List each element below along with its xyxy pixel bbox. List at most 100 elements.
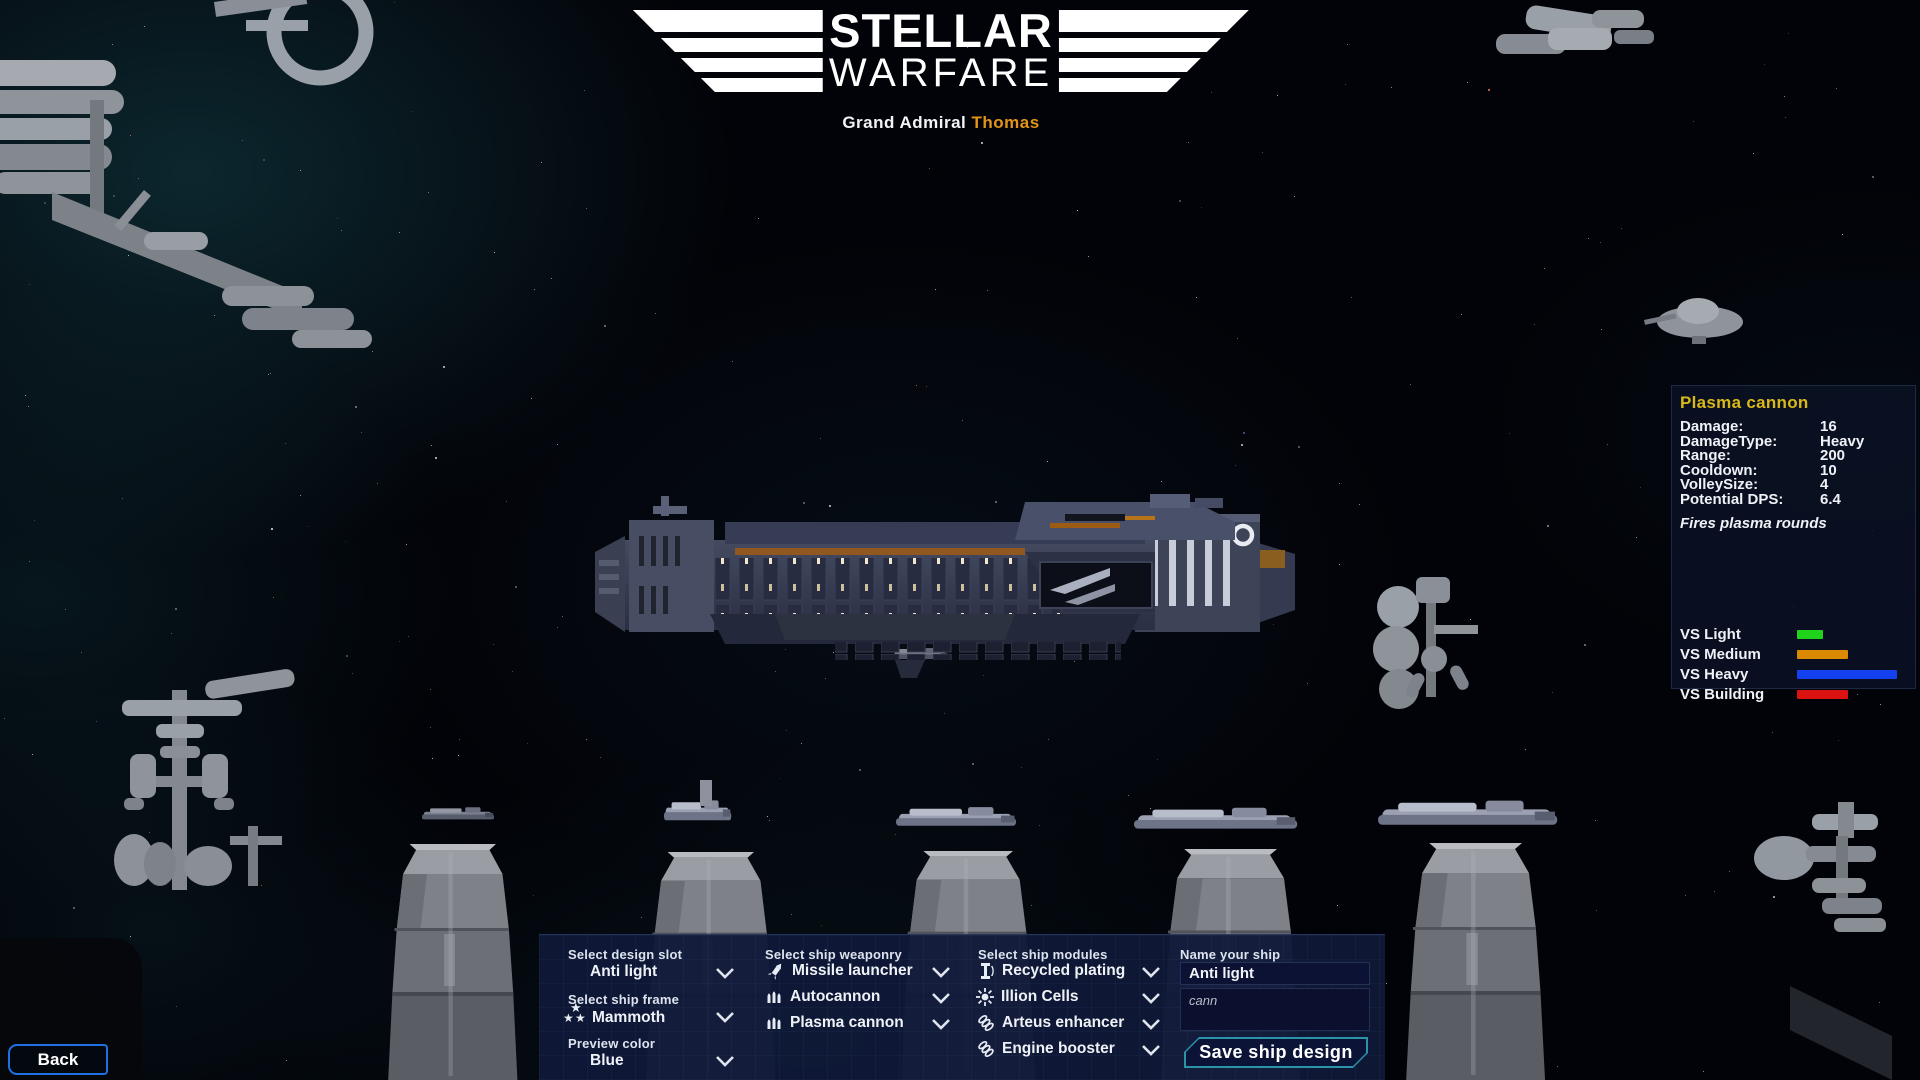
- player-rank-name: Grand Admiral Thomas: [842, 113, 1039, 133]
- modules-label: Select ship modules: [978, 947, 1108, 962]
- ship-top-right: [1496, 5, 1654, 54]
- design-slot-dropdown[interactable]: Anti light: [590, 963, 657, 981]
- ship-frame-value: Mammoth: [592, 1009, 666, 1026]
- ship-preview: [595, 494, 1295, 678]
- design-slot-value: Anti light: [590, 963, 658, 980]
- effectiveness-row: VS Medium: [1680, 645, 1915, 665]
- module-slot-2-value: Illion Cells: [1001, 988, 1079, 1005]
- chevron-down-icon[interactable]: [931, 1018, 951, 1030]
- chevron-down-icon[interactable]: [931, 992, 951, 1004]
- chevron-down-icon[interactable]: [931, 966, 951, 978]
- module-slot-3-dropdown[interactable]: Arteus enhancer: [977, 1014, 1124, 1032]
- docked-ship-2-fin: [700, 780, 712, 806]
- stat-value: 6.4: [1820, 490, 1841, 508]
- chevron-down-icon[interactable]: [1141, 1018, 1161, 1030]
- coil-icon: [977, 1040, 995, 1058]
- bullets-icon: [765, 988, 783, 1006]
- weapon-flavor-text: Fires plasma rounds: [1680, 514, 1827, 532]
- coil-icon: [977, 1014, 995, 1032]
- stat-row: VolleySize:4: [1680, 476, 1829, 494]
- effectiveness-list: VS Light VS Medium VS Heavy VS Building: [1680, 625, 1915, 705]
- rank-label: Grand Admiral: [842, 113, 967, 132]
- design-slot-label: Select design slot: [568, 947, 683, 962]
- pillar-5: [1406, 843, 1546, 1080]
- docked-ship-2: [664, 800, 732, 821]
- chevron-down-icon[interactable]: [715, 1011, 735, 1023]
- module-slot-1-value: Recycled plating: [1002, 962, 1126, 979]
- name-ship-label: Name your ship: [1180, 947, 1281, 962]
- weapon-slot-2-value: Autocannon: [790, 988, 881, 1005]
- logo-wing-left-icon: [632, 10, 823, 92]
- player-name: Thomas: [971, 113, 1040, 132]
- stat-row: DamageType:Heavy: [1680, 432, 1865, 450]
- stat-row: Cooldown:10: [1680, 461, 1837, 479]
- module-slot-3-value: Arteus enhancer: [1002, 1014, 1125, 1031]
- effectiveness-bar: [1797, 650, 1848, 660]
- station-ring: [214, 0, 374, 86]
- ship-description-input[interactable]: cann: [1180, 988, 1370, 1031]
- logo-wing-right-icon: [1059, 10, 1250, 92]
- cell-icon: [976, 988, 994, 1006]
- effectiveness-bar: [1797, 630, 1823, 640]
- ship-frame-label: Select ship frame: [568, 992, 680, 1007]
- logo-text: STELLAR WARFARE: [828, 4, 1054, 95]
- stat-row: Potential DPS:6.4: [1680, 490, 1841, 508]
- effectiveness-row: VS Light: [1680, 625, 1915, 645]
- docked-ship-4: [1134, 807, 1298, 829]
- chevron-down-icon[interactable]: [1141, 966, 1161, 978]
- stat-value: 200: [1820, 447, 1846, 465]
- docked-ship-5: [1378, 800, 1558, 825]
- preview-color-label: Preview color: [568, 1036, 656, 1051]
- weapon-slot-1-value: Missile launcher: [792, 962, 913, 979]
- station-right-center: [1373, 577, 1478, 709]
- weapon-title: Plasma cannon: [1680, 393, 1809, 412]
- module-slot-4-value: Engine booster: [1002, 1040, 1115, 1057]
- stat-value: Heavy: [1820, 432, 1865, 450]
- module-slot-4-dropdown[interactable]: Engine booster: [977, 1040, 1115, 1058]
- weapon-slot-3-value: Plasma cannon: [790, 1014, 904, 1031]
- preview-color-dropdown[interactable]: Blue: [590, 1052, 624, 1070]
- plating-icon: [978, 962, 995, 980]
- weapon-slot-3-dropdown[interactable]: Plasma cannon: [765, 1014, 904, 1032]
- ship-name-input[interactable]: [1180, 962, 1370, 985]
- stat-row: Range:200: [1680, 447, 1846, 465]
- save-button-label: Save ship design: [1199, 1042, 1353, 1062]
- effectiveness-bar: [1797, 690, 1848, 700]
- stat-row: Damage:16: [1680, 418, 1837, 435]
- preview-color-value: Blue: [590, 1052, 624, 1069]
- docked-ship-1: [422, 807, 494, 820]
- back-button[interactable]: Back: [8, 1044, 108, 1075]
- stat-value: 4: [1820, 476, 1829, 494]
- game-logo: STELLAR WARFARE: [632, 4, 1250, 98]
- logo-title-line1: STELLAR: [829, 4, 1053, 57]
- save-ship-design-button[interactable]: Save ship design: [1184, 1037, 1368, 1068]
- missile-icon: [767, 962, 785, 980]
- logo-title-line2: WARFARE: [828, 51, 1054, 95]
- ship-frame-dropdown[interactable]: ★★★ Mammoth: [563, 1001, 666, 1029]
- chevron-down-icon[interactable]: [1141, 992, 1161, 1004]
- station-top-left: [0, 60, 372, 348]
- chevron-down-icon[interactable]: [715, 1055, 735, 1067]
- ship-design-panel: Select design slot Anti light Select shi…: [539, 934, 1385, 1080]
- effectiveness-bar: [1797, 670, 1897, 680]
- station-bottom-right: [1754, 802, 1892, 1080]
- effectiveness-row: VS Building: [1680, 685, 1915, 705]
- chevron-down-icon[interactable]: [1141, 1044, 1161, 1056]
- pillar-1: [388, 844, 518, 1080]
- weapon-slot-2-dropdown[interactable]: Autocannon: [765, 988, 880, 1006]
- weapon-info-panel: Plasma cannon Damage:16 DamageType:Heavy…: [1671, 385, 1916, 703]
- weaponry-label: Select ship weaponry: [765, 947, 902, 962]
- module-slot-1-dropdown[interactable]: Recycled plating: [978, 962, 1125, 980]
- ship-right-saucer: [1644, 298, 1743, 344]
- station-bottom-left: [114, 669, 295, 890]
- bullets-icon: [765, 1014, 783, 1032]
- save-button-face: [1186, 1039, 1366, 1066]
- weapon-slot-1-dropdown[interactable]: Missile launcher: [767, 962, 913, 980]
- stat-value: 16: [1820, 418, 1837, 435]
- effectiveness-row: VS Heavy: [1680, 665, 1915, 685]
- stat-value: 10: [1820, 461, 1837, 479]
- chevron-down-icon[interactable]: [715, 967, 735, 979]
- module-slot-2-dropdown[interactable]: Illion Cells: [976, 988, 1079, 1006]
